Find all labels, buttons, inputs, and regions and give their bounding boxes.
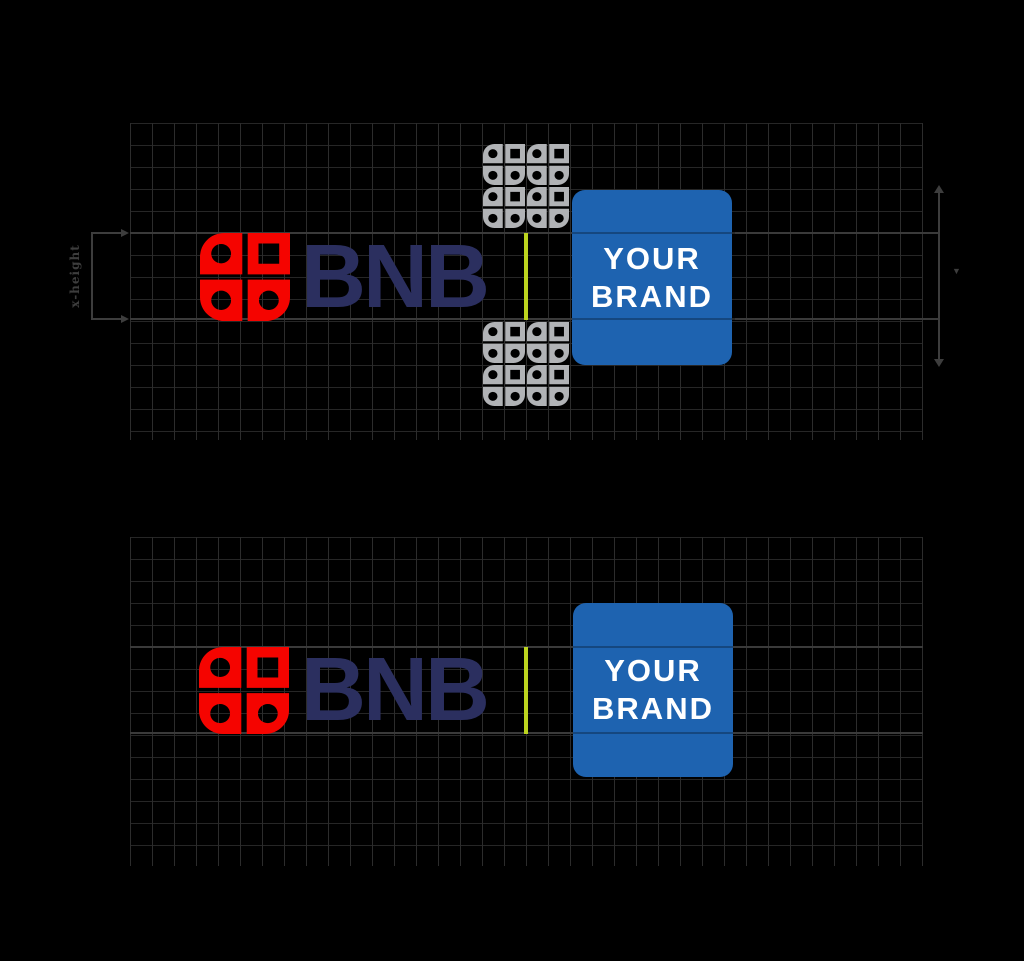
bnb-wordmark: BNB	[301, 226, 490, 327]
dimension-arrow-down-icon	[934, 359, 944, 367]
x-height-label: x-height	[68, 244, 82, 308]
clearspace-tiles-top	[483, 144, 569, 228]
clearspace-tiles-bottom	[483, 322, 569, 406]
partner-brand-line1: YOUR	[603, 240, 701, 276]
partner-brand-box: YOUR BRAND	[572, 190, 732, 365]
bnb-logo-mark-icon	[199, 647, 289, 734]
final-lockup-panel: BNB YOUR BRAND	[0, 470, 1024, 961]
partner-brand-line2: BRAND	[591, 278, 713, 314]
baseline-bottom-overline	[573, 732, 733, 734]
partner-brand-line1: YOUR	[604, 653, 702, 688]
x-height-top-overline	[572, 232, 735, 234]
bnb-logo-mark-icon	[200, 233, 290, 321]
dimension-arrow-up-icon	[934, 185, 944, 193]
x-height-bottom-overline	[572, 318, 735, 320]
lockup-divider	[524, 233, 528, 320]
x-height-bracket-arm-bottom	[91, 318, 122, 320]
arrowhead-top-icon	[121, 229, 129, 237]
tile-mark-icon	[527, 187, 569, 228]
baseline-top-overline	[573, 646, 733, 648]
tile-mark-icon	[483, 187, 525, 228]
arrowhead-bottom-icon	[121, 315, 129, 323]
tile-mark-icon	[483, 322, 525, 363]
tile-mark-icon	[483, 144, 525, 185]
lockup-divider	[524, 647, 528, 734]
tile-mark-icon	[527, 365, 569, 406]
x-height-top-line	[130, 232, 940, 234]
x-height-bracket-arm-top	[91, 232, 122, 234]
x-height-bottom-line	[130, 318, 940, 320]
tile-mark-icon	[527, 322, 569, 363]
tile-mark-icon	[527, 144, 569, 185]
bnb-wordmark: BNB	[301, 640, 490, 740]
partner-brand-box: YOUR BRAND	[573, 603, 733, 777]
clear-space-construction-panel: x-height BNB YOUR BRAND ▼	[0, 0, 1024, 470]
partner-brand-line2: BRAND	[592, 691, 714, 726]
dimension-marker-icon: ▼	[952, 266, 961, 276]
height-dimension-line	[938, 190, 940, 363]
tile-mark-icon	[483, 365, 525, 406]
x-height-bracket	[91, 232, 93, 320]
